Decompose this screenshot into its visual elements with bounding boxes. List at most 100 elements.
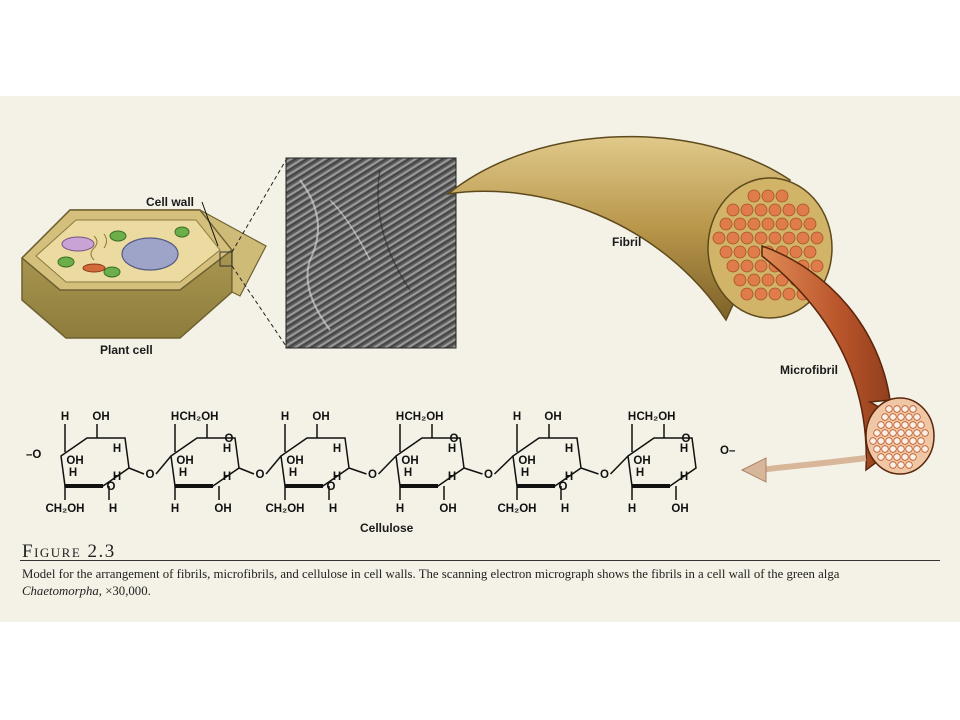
chem-label: H: [404, 467, 412, 479]
chem-label: O: [368, 469, 377, 481]
glycosidic-bond: [238, 467, 255, 475]
fibril-dot: [740, 287, 754, 301]
microfibril-dot: [901, 437, 909, 445]
fibril-dot: [803, 217, 817, 231]
glycosidic-bond: [348, 467, 367, 475]
fibril-dot: [740, 203, 754, 217]
microfibril-dot: [913, 413, 921, 421]
chem-label: H: [329, 503, 337, 515]
microfibril-dot: [897, 429, 905, 437]
microfibril-dot: [901, 453, 909, 461]
chem-label: O: [107, 481, 116, 493]
microfibril-dot: [889, 429, 897, 437]
chem-label: O: [600, 469, 609, 481]
chem-label: H: [513, 411, 521, 423]
fibril-dot: [768, 231, 782, 245]
fibril-dot: [712, 231, 726, 245]
zoom-line-top: [231, 159, 287, 253]
microfibril-dot: [909, 405, 917, 413]
chem-label: H: [69, 467, 77, 479]
chem-label: H: [565, 471, 573, 483]
fibril-dot: [754, 287, 768, 301]
microfibril-dot: [905, 413, 913, 421]
microfibril-dot: [913, 429, 921, 437]
microfibril-dot: [897, 413, 905, 421]
chem-label: H: [628, 503, 636, 515]
chem-label: OH: [518, 455, 535, 467]
chem-label: H: [61, 411, 69, 423]
chem-label: OH: [401, 455, 418, 467]
chem-label: O: [682, 433, 691, 445]
fibril-dot: [803, 245, 817, 259]
microfibril-dot: [885, 421, 893, 429]
electron-micrograph: [285, 157, 457, 349]
fibril-dot: [761, 273, 775, 287]
chem-label: CH₂OH: [266, 503, 305, 515]
microfibril-dot: [889, 445, 897, 453]
microfibril-dot: [877, 453, 885, 461]
fibril-dot: [740, 259, 754, 273]
microfibril-dot: [893, 453, 901, 461]
chem-label: CH₂OH: [180, 411, 219, 423]
chem-label: H: [113, 471, 121, 483]
fibril-dot: [754, 203, 768, 217]
microfibril-dot: [909, 421, 917, 429]
fibril-dot: [761, 189, 775, 203]
microfibril-dot: [873, 445, 881, 453]
fibril-dot: [789, 217, 803, 231]
chem-label: OH: [633, 455, 650, 467]
chem-label: H: [448, 443, 456, 455]
fibril-dot: [768, 203, 782, 217]
arrow-head: [740, 457, 767, 483]
fibril-dot: [726, 203, 740, 217]
chem-label: OH: [671, 503, 688, 515]
caption-magnification: , ×30,000.: [98, 584, 151, 598]
chem-label: H: [289, 467, 297, 479]
zoom-line-bottom: [231, 265, 287, 347]
chem-label: OH: [544, 411, 561, 423]
microfibril-dot: [917, 437, 925, 445]
figure-title: Figure 2.3: [22, 541, 116, 562]
label-fibril: Fibril: [612, 235, 641, 249]
chem-label: OH: [92, 411, 109, 423]
microfibril-dot: [893, 405, 901, 413]
chem-label: H: [521, 467, 529, 479]
chem-label: H: [561, 503, 569, 515]
fibril-dot: [733, 217, 747, 231]
chem-label: H: [179, 467, 187, 479]
chem-label: H: [680, 443, 688, 455]
chem-label: O: [450, 433, 459, 445]
chem-label: H: [333, 471, 341, 483]
chem-label: H: [636, 467, 644, 479]
microfibril-dot: [877, 421, 885, 429]
cell-wall-leader-line: [201, 201, 219, 247]
microfibril-dot: [893, 421, 901, 429]
plant-cell: [20, 209, 267, 339]
microfibril-dot: [869, 437, 877, 445]
fibril-dot: [775, 217, 789, 231]
microfibril-dot: [921, 429, 929, 437]
chem-label: H: [281, 411, 289, 423]
chem-label: O: [256, 469, 265, 481]
microfibril-dot: [889, 413, 897, 421]
chem-label: H: [171, 411, 179, 423]
chem-label: H: [628, 411, 636, 423]
fibril-dot: [796, 231, 810, 245]
glycosidic-bond: [128, 467, 145, 475]
microfibril-dot: [897, 461, 905, 469]
chem-label: OH: [66, 455, 83, 467]
chem-label: H: [396, 411, 404, 423]
microfibril-dot: [873, 429, 881, 437]
chem-label: CH₂OH: [405, 411, 444, 423]
fibril-dot: [775, 189, 789, 203]
fibril: [445, 135, 833, 322]
caption-species: Chaetomorpha: [22, 584, 99, 598]
label-plant-cell: Plant cell: [100, 343, 153, 357]
fibril-dot: [747, 189, 761, 203]
glucose-ring: [627, 424, 697, 500]
microfibril-dot: [893, 437, 901, 445]
microfibril-dot: [909, 437, 917, 445]
fibril-dot: [726, 259, 740, 273]
glycosidic-bond: [609, 455, 629, 475]
